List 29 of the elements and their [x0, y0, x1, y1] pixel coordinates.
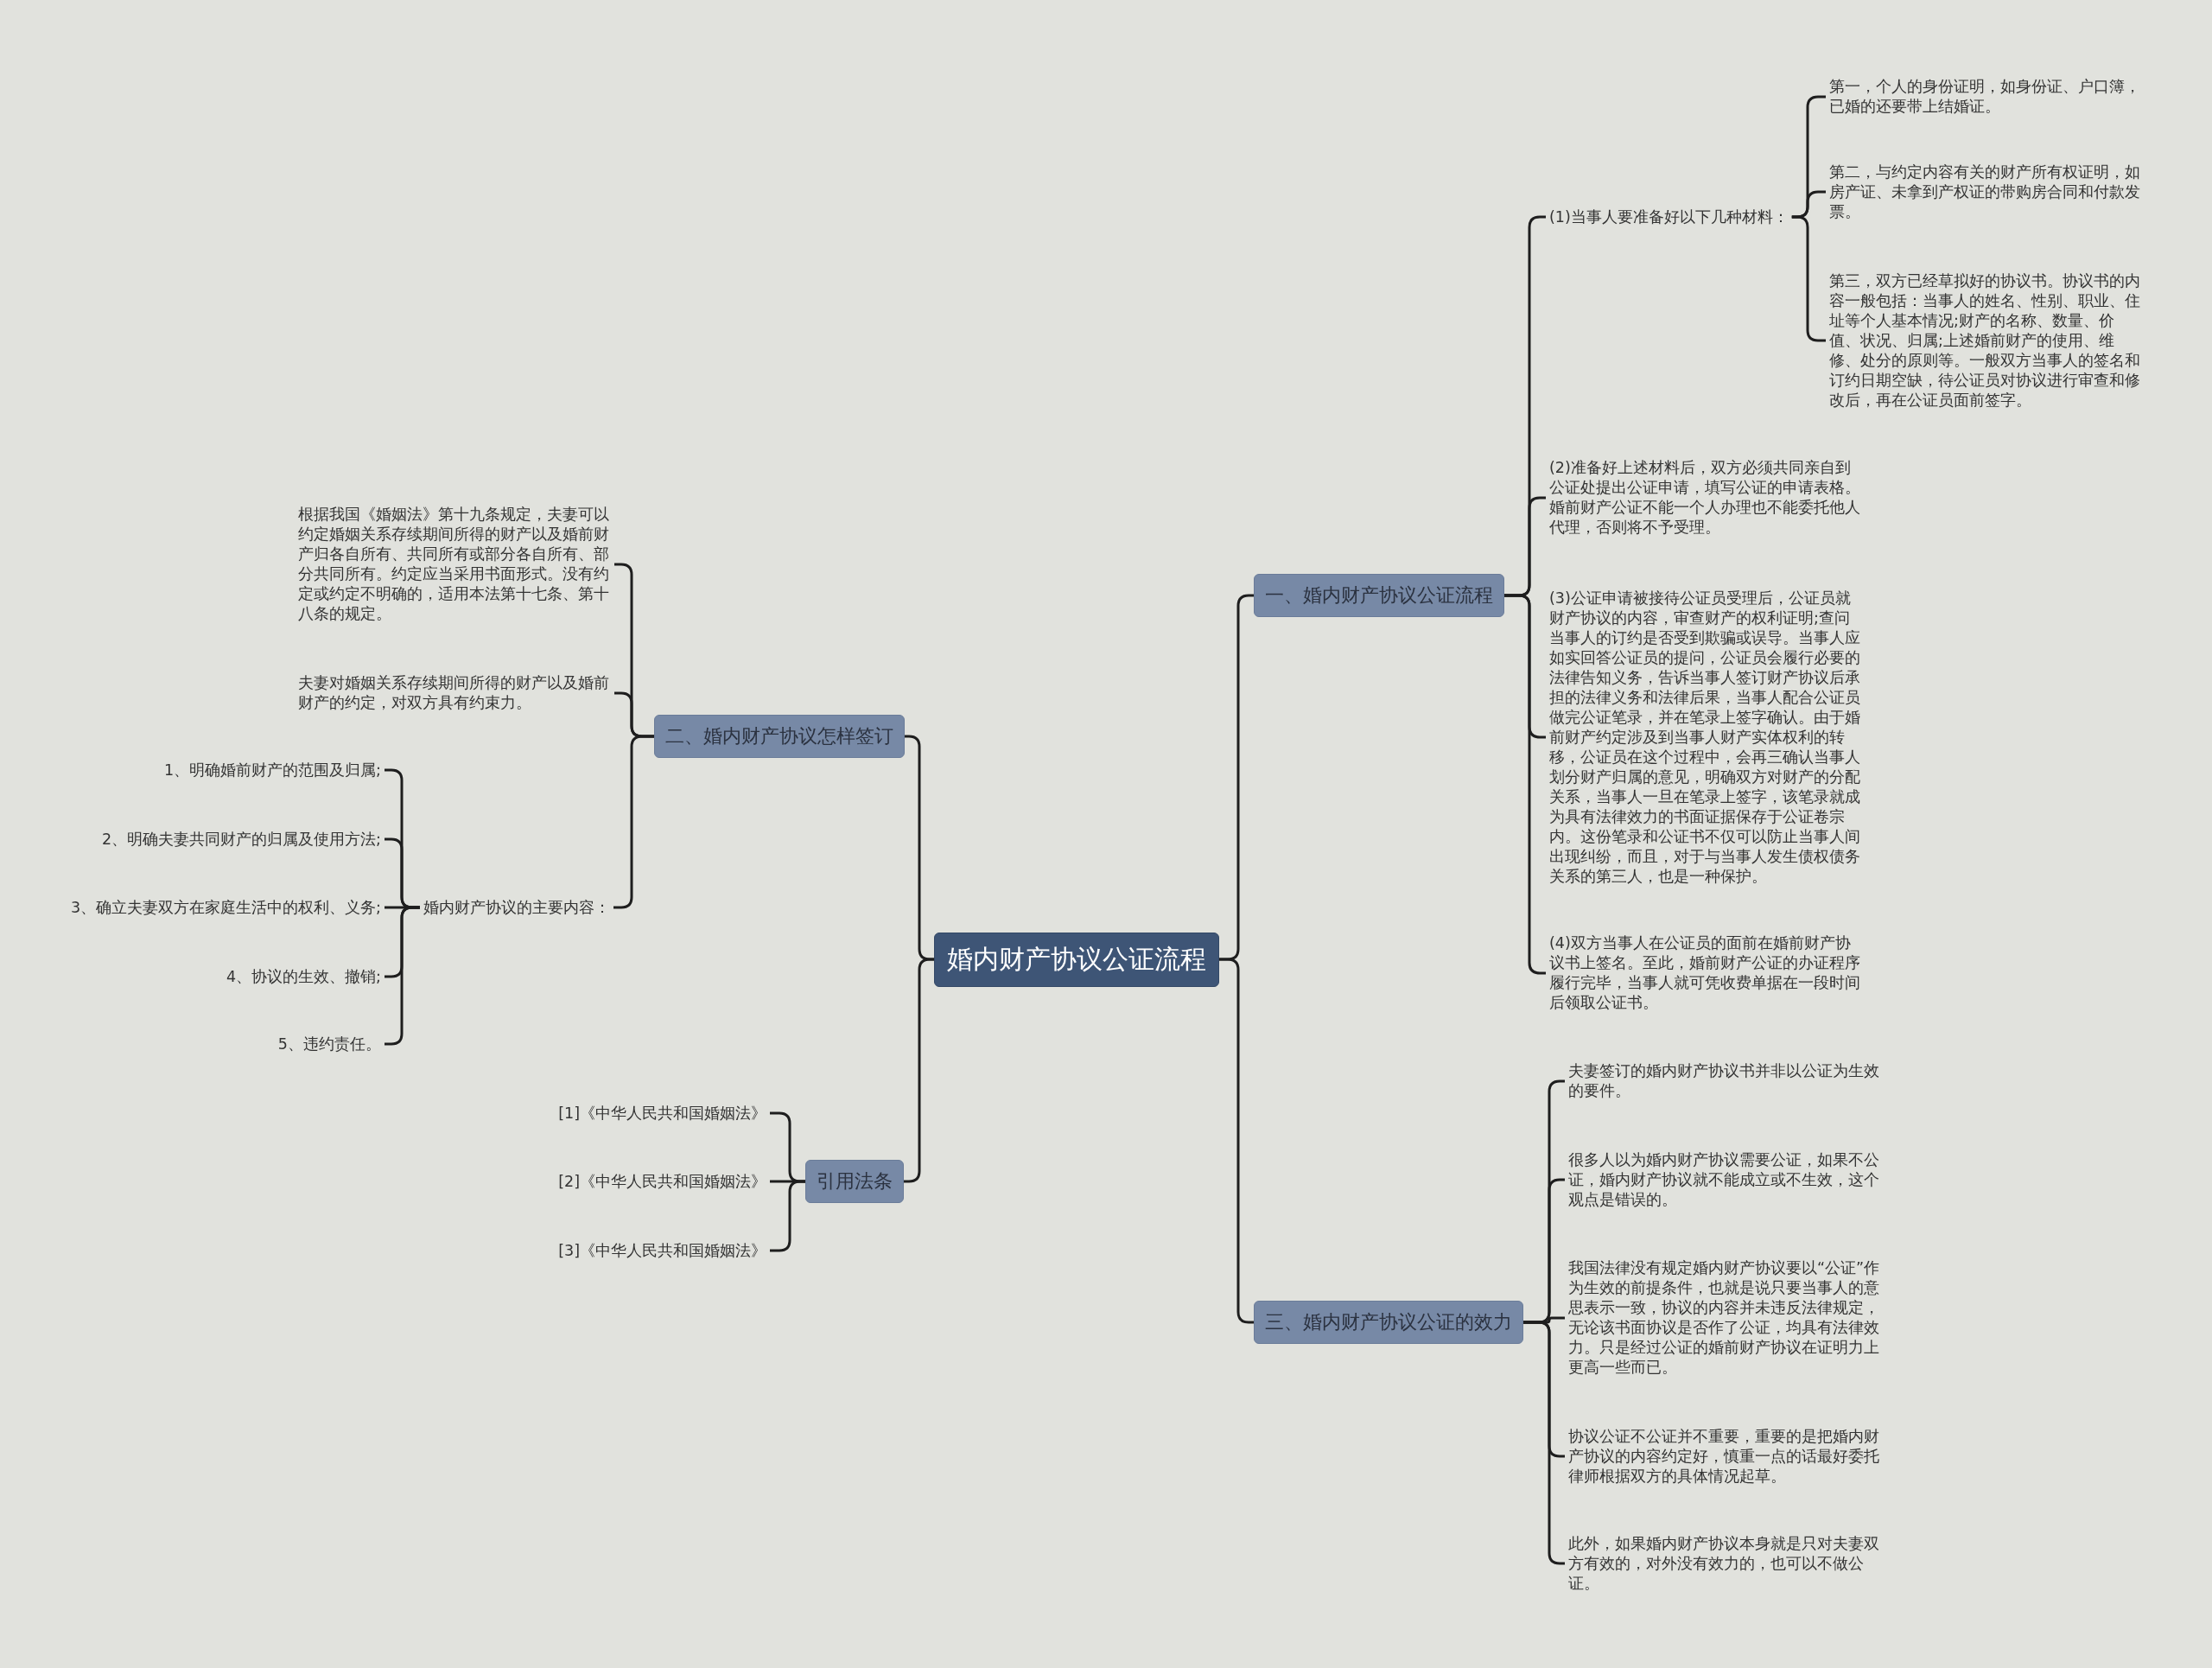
connector-line [1219, 958, 1254, 1324]
topic-text: 第二，与约定内容有关的财产所有权证明，如房产证、未拿到产权证的带购房合同和付款发票。 [1826, 160, 2145, 224]
topic-text: 我国法律没有规定婚内财产协议要以“公证”作为生效的前提条件，也就是说只要当事人的意思表示一致，协议的内容并未违反法律规定，无论该书面协议是否作了公证，均具有法律效力。只是经过公证的婚前财产协议在证明力上更高一些而已。 [1565, 1257, 1885, 1379]
topic-text: 4、协议的生效、撤销; [222, 965, 385, 989]
topic-text: [3]《中华人民共和国婚姻法》 [555, 1238, 770, 1263]
topic-text: 协议公证不公证并不重要，重要的是把婚内财产协议的内容约定好，慎重一点的话最好委托律师根据双方的具体情况起草。 [1565, 1424, 1885, 1488]
topic-box: 三、婚内财产协议公证的效力 [1254, 1301, 1523, 1344]
topic-text: (3)公证申请被接待公证员受理后，公证员就财产协议的内容，审查财产的权利证明;查问当事人的订约是否受到欺骗或误导。当事人应如实回答公证员的提问，公证员会履行必要的法律告知义务，告诉当事人签订财产协议后承担的法律义务和法律后果，当事人配合公证员做完公证笔录，并在笔录上签字确认。由于婚前财产约定涉及到当事人财产实体权利的转移，公证员在这个过程中，会再三确认当事人划分财产归属的意见，明确双方对财产的分配关系，当事人一旦在笔录上签字，该笔录就成为具有法律效力的书面证据保存于公证卷宗内。这份笔录和公证书不仅可以防止当事人间出现纠纷，而且，对于与当事人发生债权债务关系的第三人，也是一种保护。 [1546, 586, 1866, 888]
topic-text: (1)当事人要准备好以下几种材料： [1546, 205, 1792, 229]
topic-text: 第一，个人的身份证明，如身份证、户口簿，已婚的还要带上结婚证。 [1826, 75, 2145, 118]
topic-text: 夫妻对婚姻关系存续期间所得的财产以及婚前财产的约定，对双方具有约束力。 [295, 672, 614, 715]
topic-text: [2]《中华人民共和国婚姻法》 [555, 1169, 770, 1194]
central-topic-box: 婚内财产协议公证流程 [934, 932, 1219, 987]
topic-text: (4)双方当事人在公证员的面前在婚前财产协议书上签名。至此，婚前财产公证的办证程序履行完毕，当事人就可凭收费单据在一段时间后领取公证书。 [1546, 932, 1866, 1015]
topic-box: 二、婚内财产协议怎样签订 [654, 715, 905, 758]
topic-text: 很多人以为婚内财产协议需要公证，如果不公证，婚内财产协议就不能成立或不生效，这个观点是错误的。 [1565, 1148, 1885, 1212]
topic-text: 根据我国《婚姻法》第十九条规定，夫妻可以约定婚姻关系存续期间所得的财产以及婚前财产归各自所有、共同所有或部分各自所有、部分共同所有。约定应当采用书面形式。没有约定或约定不明确的，适用本法第十七条、第十八条的规定。 [295, 503, 614, 626]
topic-box: 一、婚内财产协议公证流程 [1254, 574, 1504, 617]
topic-text: (2)准备好上述材料后，双方必须共同亲自到公证处提出公证申请，填写公证的申请表格。婚前财产公证不能一个人办理也不能委托他人代理，否则将不予受理。 [1546, 456, 1866, 539]
topic-box: 引用法条 [805, 1160, 904, 1203]
topic-text: 2、明确夫妻共同财产的归属及使用方法; [98, 827, 385, 851]
topic-text: 5、违约责任。 [274, 1032, 385, 1056]
topic-text: [1]《中华人民共和国婚姻法》 [555, 1101, 770, 1125]
topic-text: 1、明确婚前财产的范围及归属; [160, 758, 385, 782]
topic-text: 夫妻签订的婚内财产协议书并非以公证为生效的要件。 [1565, 1060, 1885, 1103]
topic-text: 3、确立夫妻双方在家庭生活中的权利、义务; [67, 895, 385, 920]
topic-text: 此外，如果婚内财产协议本身就是只对夫妻双方有效的，对外没有效力的，也可以不做公证。 [1565, 1531, 1885, 1595]
topic-text: 婚内财产协议的主要内容： [420, 895, 613, 920]
topic-text: 第三，双方已经草拟好的协议书。协议书的内容一般包括：当事人的姓名、性别、职业、住址等个人基本情况;财产的名称、数量、价值、状况、归属;上述婚前财产的使用、维修、处分的原则等。一般双方当事人的签名和订约日期空缺，待公证员对协议进行审查和修改后，再在公证员面前签字。 [1826, 269, 2145, 412]
